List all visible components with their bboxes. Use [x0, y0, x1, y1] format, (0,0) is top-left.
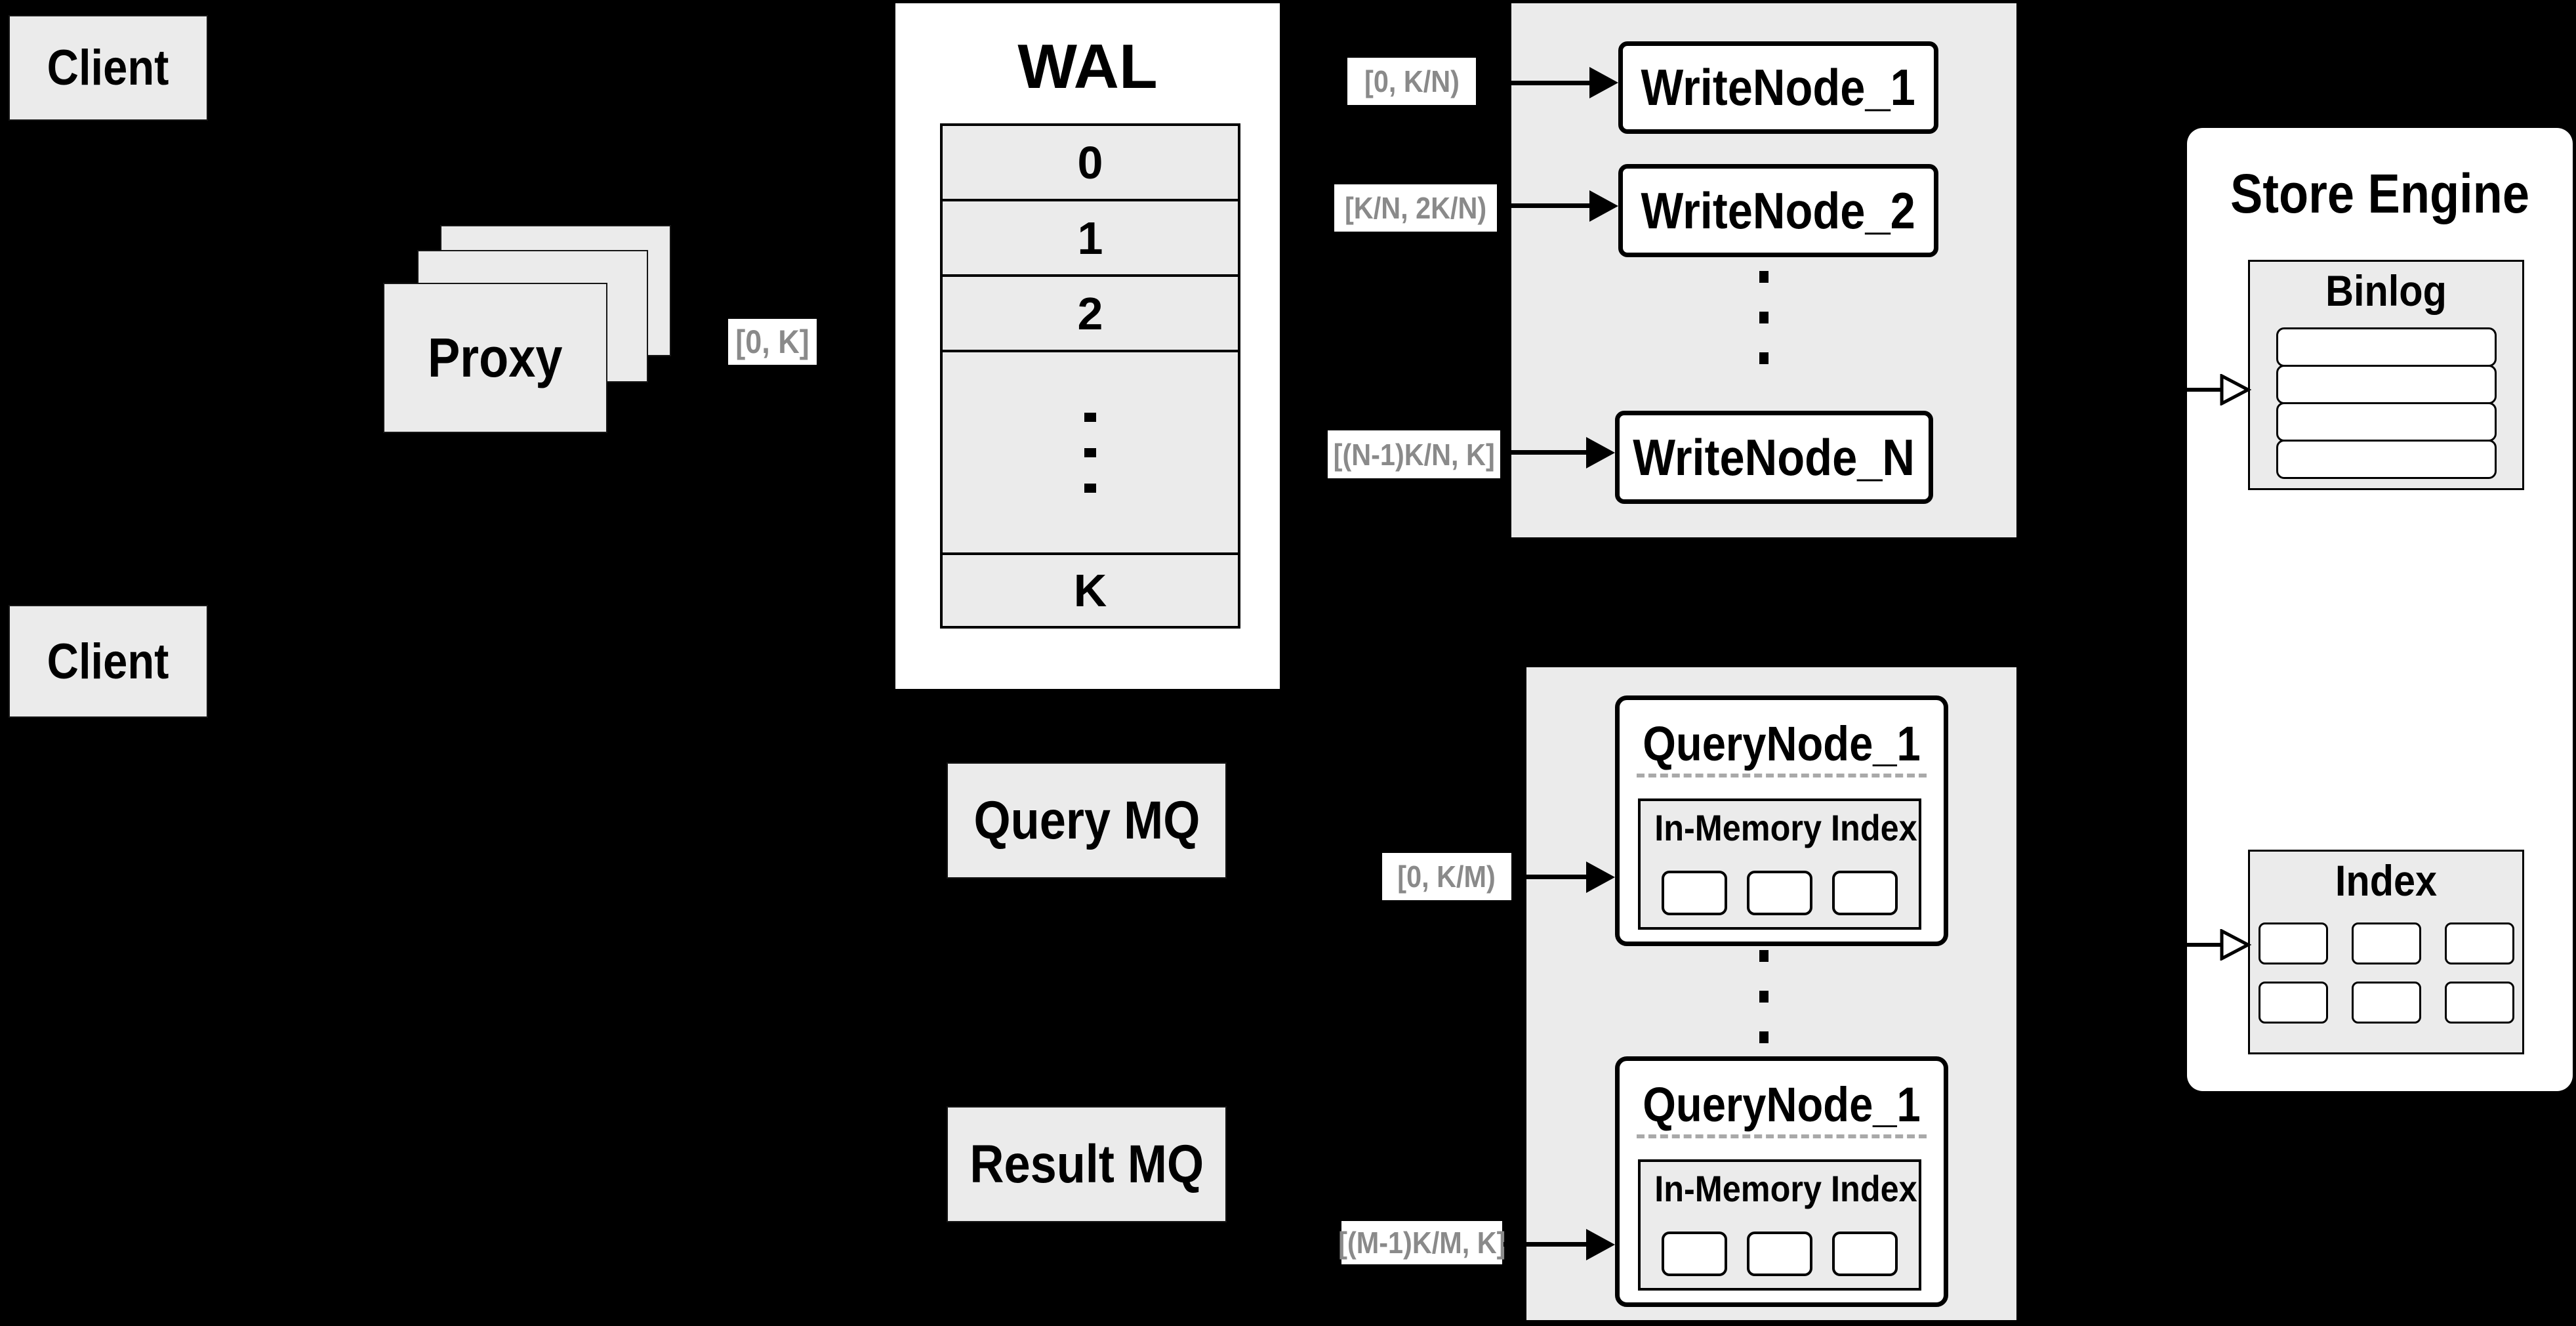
dashed-divider [1637, 1134, 1927, 1138]
index-chip-row [2250, 922, 2522, 964]
query-range-label-1: [0, K/M) [1382, 853, 1511, 900]
arrow-right-icon [1586, 437, 1615, 468]
query-range-label-m: [(M-1)K/M, K] [1338, 1221, 1505, 1264]
vertical-ellipsis-icon [1084, 412, 1096, 422]
arrow-right-icon [1586, 1229, 1615, 1260]
in-memory-index-title: In-Memory Index [1654, 807, 1917, 848]
wal-row-k: K [943, 555, 1238, 626]
index-chip [2258, 982, 2328, 1024]
write-node-n: WriteNode_N [1615, 411, 1933, 504]
vertical-ellipsis-icon [1759, 312, 1768, 323]
query-mq-box: Query MQ [947, 762, 1227, 879]
arrow-line [1500, 450, 1586, 455]
query-nodes-ellipsis [1759, 950, 1768, 1043]
vertical-ellipsis-icon [1759, 352, 1768, 364]
arrow-right-icon [1586, 861, 1615, 893]
arrow-line [1503, 1242, 1586, 1247]
query-mq-label: Query MQ [973, 790, 1200, 850]
write-node-1-label: WriteNode_1 [1641, 58, 1916, 116]
index-chip [2444, 922, 2514, 964]
write-node-n-label: WriteNode_N [1633, 428, 1915, 486]
query-node-1-title: QueryNode_1 [1643, 716, 1921, 771]
index-segment-box [1662, 1232, 1727, 1276]
store-engine-title: Store Engine [2230, 163, 2529, 224]
write-range-label-1: [0, K/N) [1347, 58, 1476, 105]
index-chip [2444, 982, 2514, 1024]
open-arrow-right-icon [2160, 374, 2252, 405]
proxy-range-label: [0, K] [728, 319, 817, 365]
binlog-title: Binlog [2325, 266, 2447, 315]
index-title: Index [2335, 856, 2438, 905]
index-chip [2351, 922, 2421, 964]
write-node-2-label: WriteNode_2 [1641, 181, 1916, 239]
in-memory-index-panel: In-Memory Index [1638, 1159, 1921, 1291]
index-segment-box [1832, 1232, 1898, 1276]
in-memory-index-panel: In-Memory Index [1638, 798, 1921, 930]
index-segments [1641, 1232, 1919, 1276]
index-chip [2351, 982, 2421, 1024]
index-segment-box [1747, 871, 1812, 915]
query-node-m-title: QueryNode_1 [1643, 1077, 1921, 1132]
open-arrow-right-icon [2160, 929, 2252, 961]
arrow-line [1512, 875, 1586, 879]
vertical-ellipsis-icon [1759, 950, 1768, 962]
binlog-row [2276, 327, 2497, 367]
index-chip-row [2250, 982, 2522, 1024]
index-panel: Index [2248, 850, 2524, 1054]
write-node-1: WriteNode_1 [1618, 41, 1938, 134]
index-segment-box [1832, 871, 1898, 915]
wal-title: WAL [1017, 31, 1158, 102]
write-range-label-n: [(N-1)K/N, K] [1328, 430, 1500, 478]
write-node-2: WriteNode_2 [1618, 164, 1938, 257]
query-node-m: QueryNode_1 In-Memory Index [1615, 1056, 1948, 1307]
index-chip [2258, 922, 2328, 964]
binlog-panel: Binlog [2248, 260, 2524, 490]
result-mq-label: Result MQ [970, 1134, 1204, 1194]
client-box-bottom: Client [9, 605, 208, 718]
proxy-box: Proxy [383, 283, 607, 433]
wal-row-1: 1 [943, 201, 1238, 277]
wal-table: 0 1 2 K [940, 123, 1240, 629]
write-nodes-ellipsis [1759, 271, 1768, 364]
vertical-ellipsis-icon [1759, 271, 1768, 283]
client-bottom-label: Client [47, 633, 169, 690]
vertical-ellipsis-icon [1084, 483, 1096, 493]
arrow-line [1476, 81, 1589, 85]
binlog-row [2276, 365, 2497, 404]
arrow-right-icon [1589, 67, 1618, 98]
client-top-label: Client [47, 40, 169, 96]
wal-row-0: 0 [943, 126, 1238, 201]
vertical-ellipsis-icon [1084, 447, 1096, 457]
index-segment-box [1662, 871, 1727, 915]
index-segments [1641, 871, 1919, 915]
result-mq-box: Result MQ [947, 1106, 1227, 1222]
index-segment-box [1747, 1232, 1812, 1276]
query-node-1: QueryNode_1 In-Memory Index [1615, 695, 1948, 946]
write-range-label-2: [K/N, 2K/N) [1334, 184, 1497, 232]
client-box-top: Client [9, 15, 208, 121]
wal-row-2: 2 [943, 277, 1238, 352]
wal-box: WAL 0 1 2 K [895, 3, 1280, 689]
binlog-row [2276, 402, 2497, 442]
arrow-line [1497, 203, 1589, 208]
binlog-row [2276, 440, 2497, 479]
vertical-ellipsis-icon [1759, 991, 1768, 1003]
in-memory-index-title: In-Memory Index [1654, 1168, 1917, 1209]
vertical-ellipsis-icon [1759, 1031, 1768, 1043]
arrow-right-icon [1589, 190, 1618, 222]
proxy-label: Proxy [428, 327, 563, 388]
wal-row-ellipsis [943, 352, 1238, 555]
dashed-divider [1637, 774, 1927, 777]
